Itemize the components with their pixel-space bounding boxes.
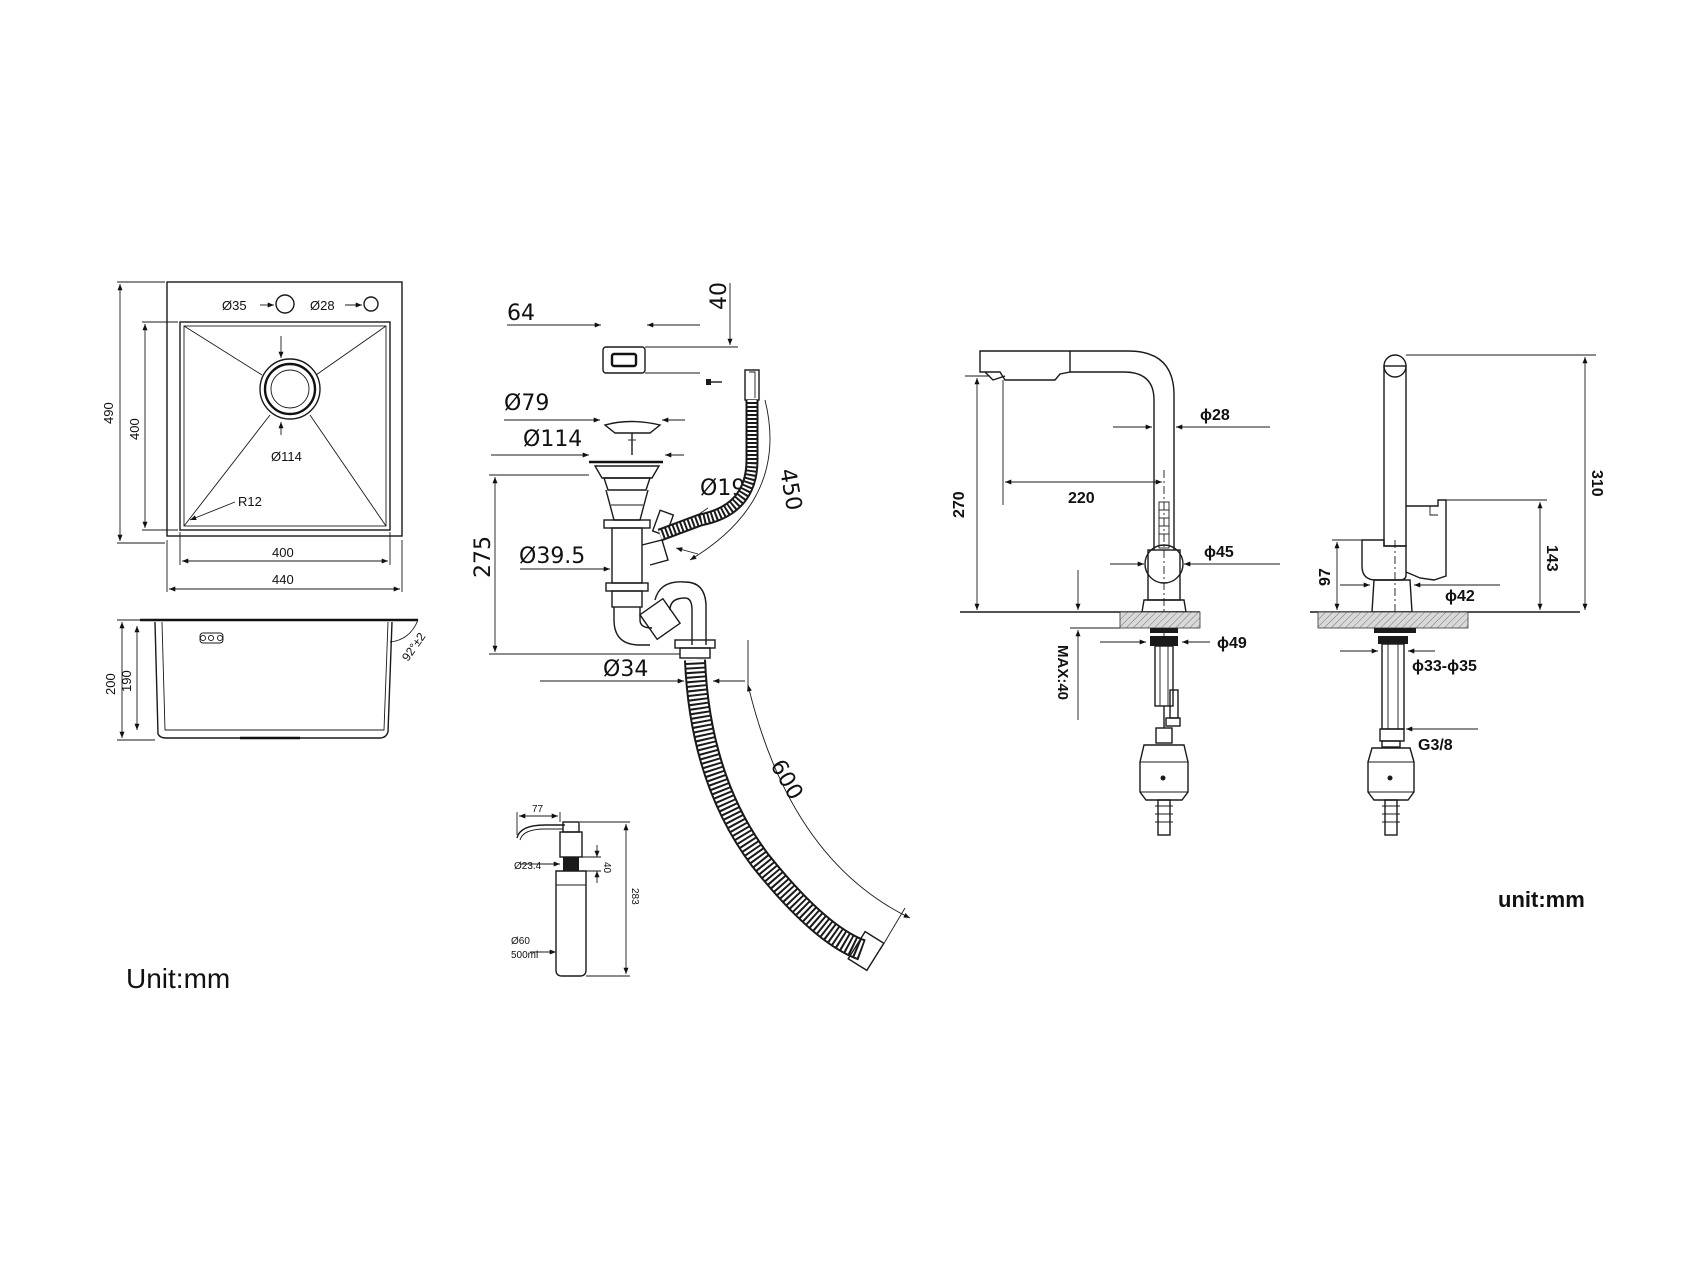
strainer-diameter-label: Ø79 [504,391,549,416]
overall-width-label: 440 [272,572,294,587]
body-height-label: 97 [1317,568,1334,586]
sink-side-view: 92°±2 200 190 [103,618,429,741]
overflow-hose-length-label: 450 [774,467,806,513]
handle-height-label: 143 [1543,545,1560,572]
body-diameter-label: ϕ45 [1204,544,1234,561]
hole-left-label: Ø35 [222,298,247,313]
unit-label-right: unit:mm [1498,887,1585,912]
faucet-front-view: ϕ28 220 270 ϕ45 ϕ49 MAX:40 [951,350,1280,836]
inner-width-label: 400 [272,545,294,560]
angle-label: 92°±2 [399,630,429,664]
hole-right-label: Ø28 [310,298,335,313]
drain-diameter-label: Ø114 [271,449,302,464]
spout-reach-label: 77 [532,804,544,815]
inner-depth-label: 400 [127,418,142,440]
neck-diameter-label: Ø23.4 [514,861,542,872]
outlet-diameter-label: Ø34 [603,657,648,682]
faucet-side-view: 310 143 97 ϕ42 ϕ33-ϕ35 G3/8 [1310,354,1605,836]
tailpiece-diameter-label: Ø39.5 [519,544,585,569]
max-thickness-label: MAX:40 [1054,645,1071,700]
drain-hose-length-label: 600 [765,756,808,805]
overflow-height-label: 40 [707,282,732,310]
height-label: 270 [951,491,968,518]
body-diameter-label-side: ϕ42 [1445,588,1475,605]
thread-label: G3/8 [1418,737,1453,754]
overflow-width-label: 64 [507,301,535,326]
sink-top-view: Ø35 Ø28 Ø114 R12 490 400 400 440 [101,281,403,592]
outer-height-label: 200 [103,673,118,695]
neck-height-label: 40 [601,862,612,874]
radius-label: R12 [238,494,262,509]
reach-label: 220 [1068,490,1095,507]
overall-depth-label: 490 [101,402,116,424]
spout-diameter-label: ϕ28 [1200,407,1230,424]
total-height-label: 283 [629,888,640,905]
inner-height-label: 190 [119,670,134,692]
hole-range-label: ϕ33-ϕ35 [1412,658,1477,675]
unit-label-left: Unit:mm [126,963,230,994]
soap-dispenser: 77 Ø23.4 40 283 Ø60 500ml [511,804,640,977]
capacity-label: 500ml [511,950,538,961]
total-height-label-side: 310 [1588,470,1605,497]
tailpiece-height-label: 275 [471,536,496,578]
bottle-diameter-label: Ø60 [511,936,530,947]
base-diameter-label: ϕ49 [1217,635,1247,652]
basket-diameter-label: Ø114 [523,427,582,452]
